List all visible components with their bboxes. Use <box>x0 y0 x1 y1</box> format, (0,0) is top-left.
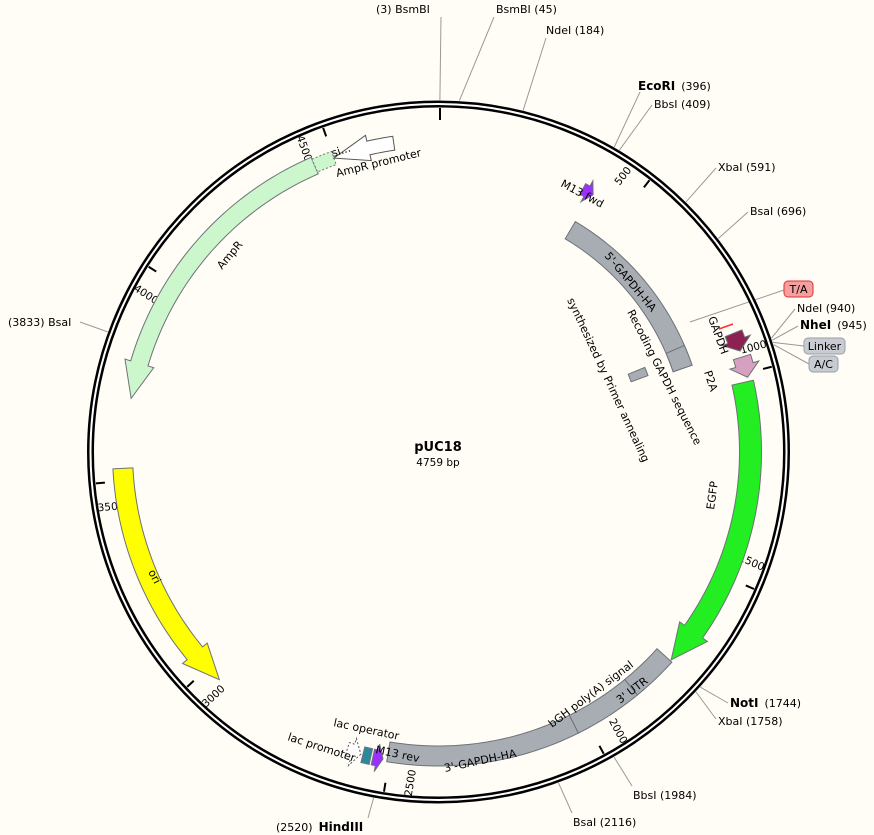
site-bsmbi-3[interactable]: (3) BsmBI <box>376 3 430 16</box>
badge-linker-label: Linker <box>808 340 842 353</box>
label-m13-fwd: M13 fwd <box>559 177 606 210</box>
site-hindiii-2520[interactable]: (2520)HindIII <box>276 820 363 834</box>
feature-m13-fwd[interactable] <box>579 179 594 204</box>
label-p2a: P2A <box>701 369 720 394</box>
label-ori: ori <box>145 567 163 586</box>
feature-p2a[interactable] <box>728 353 761 378</box>
feature-si[interactable] <box>311 150 337 173</box>
feature-gapdh[interactable] <box>720 329 752 352</box>
site-leader-line <box>439 16 442 101</box>
tick-mark <box>383 782 387 792</box>
feature-5-gapdh-ha[interactable] <box>564 220 693 373</box>
site-leader-line <box>79 321 108 333</box>
label-lac-operator: lac operator <box>332 716 400 743</box>
badge-a-c[interactable]: A/C <box>808 355 839 373</box>
feature-m13-rev[interactable] <box>370 744 384 772</box>
site-ecori-396[interactable]: EcoRI(396) <box>638 79 711 93</box>
site-xbai-591[interactable]: XbaI (591) <box>718 161 776 174</box>
feature-lac-operator[interactable] <box>360 746 374 765</box>
site-ndei-940[interactable]: NdeI (940) <box>797 302 855 315</box>
label-lac-promoter: lac promoter <box>286 730 357 764</box>
site-leader-line <box>685 167 717 203</box>
tick-mark <box>745 584 755 590</box>
tick-label: 3000 <box>200 683 228 710</box>
feature-synthesized-by-primer-annealing[interactable] <box>627 366 649 383</box>
site-leader-line <box>772 325 799 341</box>
site-bbsi-1984[interactable]: BbsI (1984) <box>633 789 697 802</box>
backbone-gap <box>89 103 788 801</box>
site-bsai-696[interactable]: BsaI (696) <box>750 205 806 218</box>
feature-ampr-promoter[interactable] <box>332 134 396 162</box>
feature-lac-promoter[interactable] <box>344 736 362 767</box>
label-signal: si... <box>330 142 352 160</box>
tick-mark <box>762 365 773 370</box>
site-leader-line <box>771 308 796 339</box>
site-leader-line <box>522 37 547 111</box>
site-noti-1744[interactable]: NotI(1744) <box>730 696 801 710</box>
label-egfp: EGFP <box>704 480 721 510</box>
site-ndei-184[interactable]: NdeI (184) <box>546 24 604 37</box>
site-leader-line <box>613 91 641 148</box>
feature-ori[interactable] <box>112 467 221 681</box>
site-bsai-3833[interactable]: (3833) BsaI <box>8 316 71 329</box>
site-bsai-2116[interactable]: BsaI (2116) <box>573 816 636 829</box>
badge-t-a[interactable]: T/A <box>783 280 814 298</box>
tick-mark <box>95 481 105 485</box>
badge-a-c-label: A/C <box>814 358 833 371</box>
badge-leader-line <box>773 344 810 365</box>
tick-mark <box>643 179 651 188</box>
feature-3-gapdh-ha[interactable] <box>386 714 579 767</box>
label-5-gapdh-ha: 5'-GAPDH-HA <box>602 250 660 315</box>
site-leader-line <box>700 686 729 704</box>
site-leader-line <box>613 756 633 787</box>
site-leader-line <box>717 211 749 239</box>
t-a-marker <box>718 323 734 330</box>
feature-ampr[interactable] <box>124 156 319 400</box>
site-nhei-945[interactable]: NheI(945) <box>800 318 867 332</box>
tick-mark <box>186 680 195 688</box>
site-bsmbi-45[interactable]: BsmBI (45) <box>496 3 557 16</box>
feature-recoding-gapdh-sequence[interactable] <box>665 344 693 373</box>
tick-label: 2000 <box>606 717 629 746</box>
badge-linker[interactable]: Linker <box>803 337 846 355</box>
tick-mark <box>148 265 157 273</box>
label-gapdh: GAPDH <box>705 315 731 357</box>
tick-label: 500 <box>612 165 634 188</box>
badge-leader-line <box>689 289 785 323</box>
plasmid-length: 4759 bp <box>416 457 460 469</box>
tick-mark <box>598 745 605 755</box>
badge-leader-line <box>772 341 805 347</box>
plasmid-name: pUC18 <box>414 440 462 455</box>
site-leader-line <box>458 16 495 101</box>
site-leader-line <box>695 691 717 720</box>
badge-t-a-label: T/A <box>789 283 808 296</box>
tick-mark <box>322 127 328 137</box>
site-leader-line <box>558 782 573 814</box>
site-bbsi-409[interactable]: BbsI (409) <box>654 98 711 111</box>
site-xbai-1758[interactable]: XbaI (1758) <box>718 715 783 728</box>
site-leader-line <box>367 797 375 819</box>
feature-egfp[interactable] <box>670 379 762 661</box>
site-leader-line <box>619 104 653 151</box>
tick-label: 2500 <box>403 769 419 797</box>
